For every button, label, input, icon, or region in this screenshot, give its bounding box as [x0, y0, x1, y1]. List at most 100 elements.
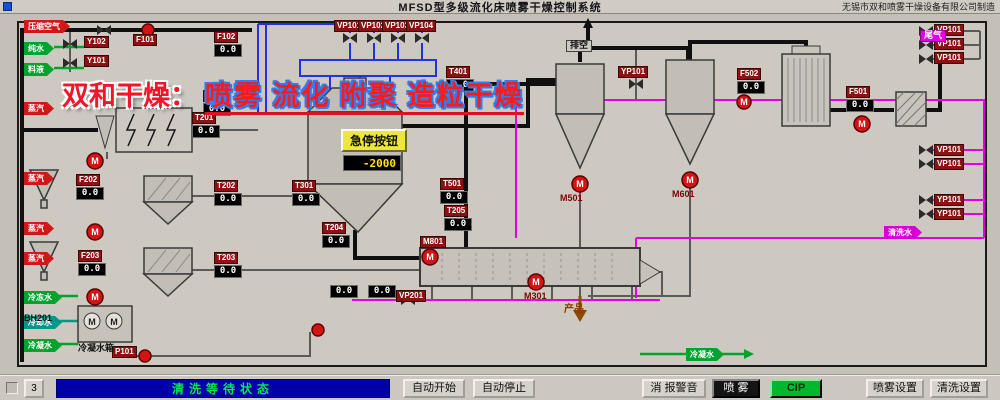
- status-text: 清洗等待状态: [171, 382, 274, 396]
- mute-alarm-button[interactable]: 消 报警音: [642, 379, 706, 398]
- equip-label: BH201: [24, 313, 53, 323]
- stream-label: 蒸汽: [24, 252, 54, 265]
- tag-P101: P101: [112, 346, 137, 358]
- fan-motor-icons: [86, 23, 871, 363]
- tag-id-label: T203: [214, 252, 239, 264]
- tag-value-display: 0.0: [292, 193, 320, 206]
- stream-label: 蒸汽: [24, 172, 54, 185]
- cyclone-1: [554, 63, 606, 170]
- tag-id-label[interactable]: VP101: [934, 144, 965, 156]
- auto-stop-button[interactable]: 自动停止: [473, 379, 535, 398]
- tag-id-label: F502: [737, 68, 762, 80]
- tag-id-label[interactable]: VP101: [934, 52, 965, 64]
- motor-icon: M: [426, 252, 434, 262]
- tag-VP104[interactable]: VP104: [406, 20, 437, 32]
- control-bar: 3 清洗等待状态 自动开始自动停止 消 报警音喷 雾 CIP 喷雾设置清洗设置: [0, 374, 1000, 400]
- tag-id-label[interactable]: VP201: [396, 290, 427, 302]
- mixer-motor-icon: M: [110, 317, 118, 327]
- tag-value-display: 0.0: [214, 265, 242, 278]
- tag-id-label: T204: [322, 222, 347, 234]
- stream-label: 冷凝水: [24, 339, 62, 352]
- tag-Y102[interactable]: Y102: [84, 36, 109, 48]
- tag-value-display: 0.0: [330, 285, 358, 298]
- tag-YP101[interactable]: YP101: [934, 194, 965, 206]
- tag-id-label[interactable]: Y101: [84, 55, 109, 67]
- fan-motor-letters: M M M M M M M M M: [91, 97, 866, 302]
- clean-settings-button[interactable]: 清洗设置: [930, 379, 988, 398]
- stream-label: 压缩空气: [24, 20, 70, 33]
- tag-VP101[interactable]: VP101: [934, 158, 965, 170]
- tag-id-label: F201: [203, 90, 228, 102]
- equip-label: 排空: [566, 40, 593, 52]
- fluid-bed-heater-2: [28, 241, 194, 298]
- emergency-stop-button[interactable]: 急停按钮: [341, 129, 407, 152]
- stream-label: 纯水: [24, 42, 54, 55]
- tag-value-display: 0.0: [78, 263, 106, 276]
- page-indicator: [6, 382, 18, 394]
- page-title: MFSD型多级流化床喷雾干燥控制系统: [398, 1, 602, 14]
- stream-label: 清洗水: [884, 226, 922, 239]
- stream-label: 蒸汽: [24, 102, 54, 115]
- motor-icon: M: [91, 292, 99, 302]
- motor-icon: M: [532, 277, 540, 287]
- equip-label: M301: [524, 291, 547, 301]
- product-outlet-arrow: [573, 296, 587, 322]
- stream-label: 料液: [24, 63, 54, 76]
- title-bar: MFSD型多级流化床喷雾干燥控制系统 无锡市双和喷雾干燥设备有限公司制造: [0, 0, 1000, 14]
- tag-VP101[interactable]: VP101: [934, 52, 965, 64]
- tag-value-display: 0.0: [446, 79, 474, 92]
- cip-button[interactable]: CIP: [770, 379, 822, 398]
- esp-filter: [95, 107, 193, 153]
- tag-value-display: 0.0: [322, 235, 350, 248]
- tag-id-label[interactable]: Y102: [84, 36, 109, 48]
- auto-start-button[interactable]: 自动开始: [403, 379, 465, 398]
- spray-settings-button[interactable]: 喷雾设置: [866, 379, 924, 398]
- motor-icon: M: [91, 227, 99, 237]
- tag-VP201[interactable]: VP201: [396, 290, 427, 302]
- tag-id-label[interactable]: YP101: [934, 194, 965, 206]
- equip-label: 冷凝水箱: [78, 343, 115, 353]
- spray-button[interactable]: 喷 雾: [712, 379, 760, 398]
- motor-icon: M: [858, 119, 866, 129]
- app-icon: [3, 2, 12, 11]
- tag-F101: F101: [133, 34, 158, 46]
- tag-id-label: F203: [78, 250, 103, 262]
- value-display: 0.0: [368, 284, 396, 298]
- manufacturer-label: 无锡市双和喷雾干燥设备有限公司制造: [841, 2, 995, 12]
- tag-YP101[interactable]: YP101: [618, 66, 649, 78]
- tag-id-label[interactable]: VP104: [406, 20, 437, 32]
- equip-label: 尾气: [920, 30, 947, 42]
- tag-id-label[interactable]: YP101: [618, 66, 649, 78]
- tag-id-label: T401: [446, 66, 471, 78]
- condenser: [781, 45, 831, 127]
- stream-label: 冷冻水: [24, 291, 62, 304]
- tag-value-display: 0.0: [214, 193, 242, 206]
- tag-id-label[interactable]: VP101: [934, 158, 965, 170]
- page-button[interactable]: 3: [24, 379, 44, 398]
- tag-id-label: F101: [133, 34, 158, 46]
- tag-Y101[interactable]: Y101: [84, 55, 109, 67]
- tag-VP101[interactable]: VP101: [334, 20, 365, 32]
- tag-id-label[interactable]: YP101: [934, 208, 965, 220]
- motor-icon: M: [686, 175, 694, 185]
- tag-YP101[interactable]: YP101: [934, 208, 965, 220]
- tag-id-label[interactable]: VP101: [334, 20, 365, 32]
- condensate-tank: M M: [77, 305, 133, 343]
- equip-label: 产品: [564, 304, 584, 315]
- tag-VP101[interactable]: VP101: [934, 144, 965, 156]
- equip-label: M601: [672, 189, 695, 199]
- tag-value-display: 0.0: [737, 81, 765, 94]
